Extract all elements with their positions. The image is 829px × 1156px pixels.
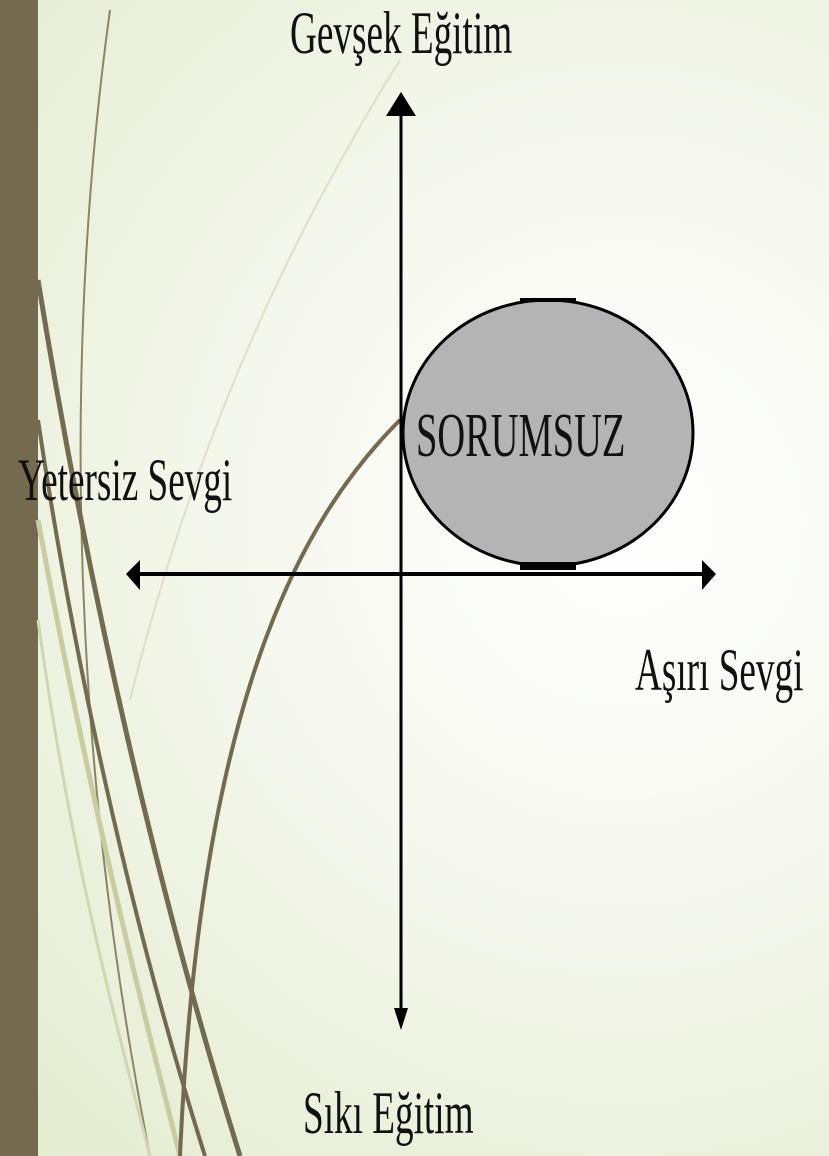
top-label: Gevşek Eğitim [290,0,513,66]
right-label: Aşırı Sevgi [635,637,804,703]
up-arrow-icon [386,92,416,116]
left-label: Yetersiz Sevgi [18,447,233,513]
circle-label: SORUMSUZ [416,402,626,470]
bottom-label: Sıkı Eğitim [303,1080,474,1146]
left-arrow-icon [126,560,140,590]
down-arrow-icon [394,1008,408,1030]
sidebar-stripe [0,0,38,1156]
right-arrow-icon [702,560,716,590]
